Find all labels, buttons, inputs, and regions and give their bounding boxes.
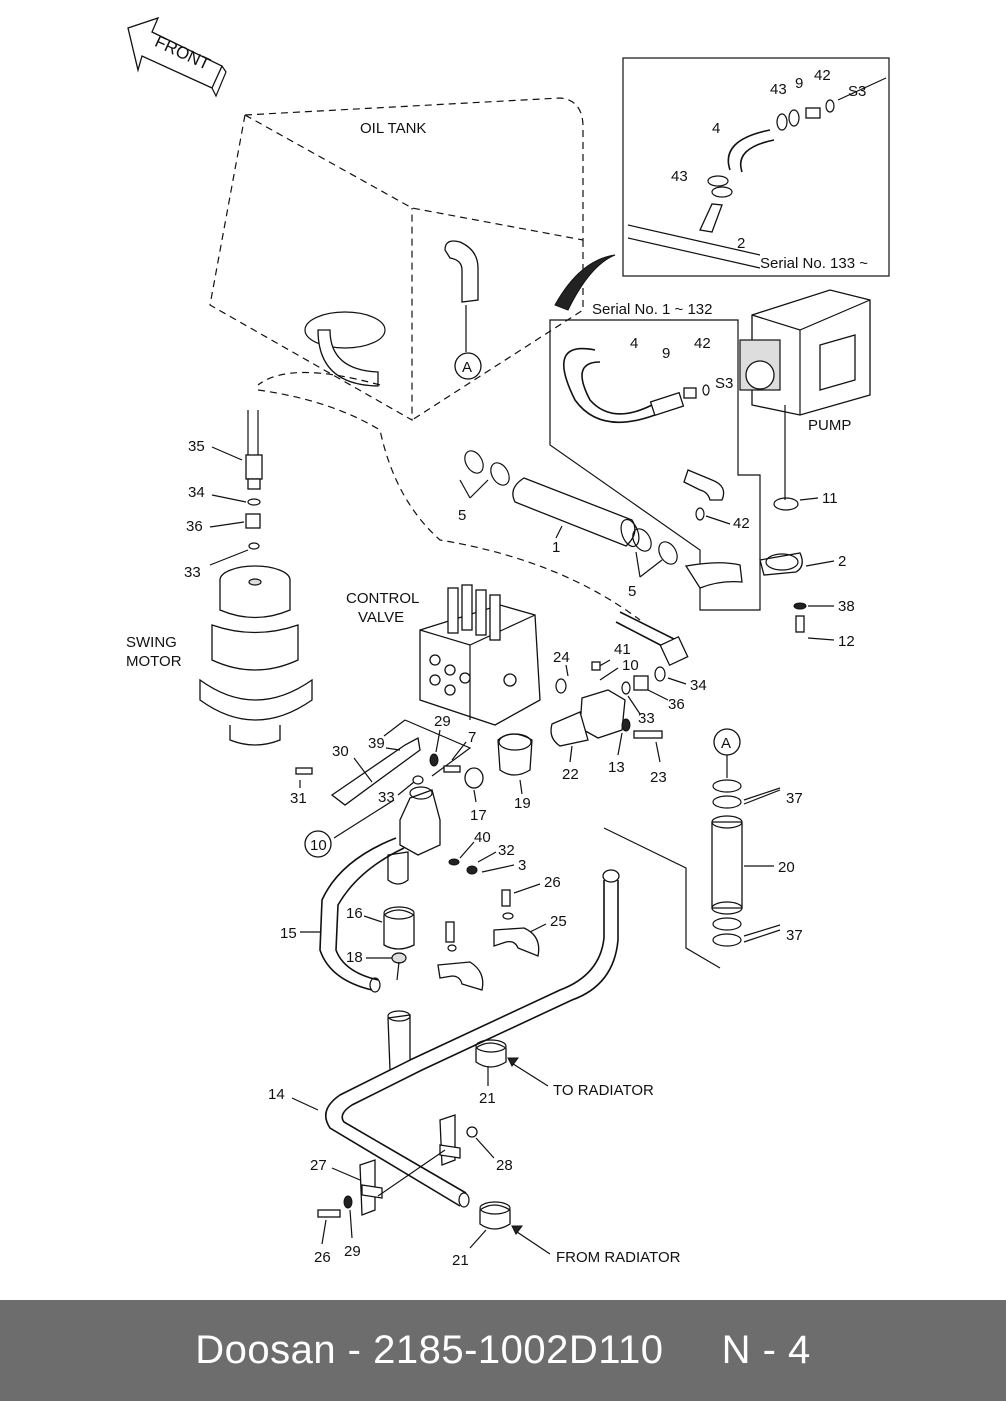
- part-33a: 33: [184, 564, 201, 581]
- couplings-21: 21 TO RADIATOR 21 FROM RADIATOR: [452, 1039, 681, 1269]
- inset-part-42: 42: [814, 67, 831, 84]
- serial-1-132-label: Serial No. 1 ~ 132: [592, 301, 713, 318]
- pipe-14: 14: [268, 827, 721, 1208]
- valve-block-22: 24 41 10 34 36 33 13 23 22 19 17: [464, 611, 707, 824]
- to-radiator-label: TO RADIATOR: [553, 1082, 654, 1099]
- swing-motor-assembly: 35 34 36 33 SWING MOTOR: [126, 410, 313, 746]
- part-36a: 36: [186, 518, 203, 535]
- part-32: 32: [498, 842, 515, 859]
- part-16: 16: [346, 905, 363, 922]
- part-12: 12: [838, 633, 855, 650]
- section-serial-1-132: Serial No. 1 ~ 132 4 9 42 S3 42: [549, 301, 761, 611]
- part-34a: 34: [188, 484, 205, 501]
- parts-diagram: FRONT A OIL TANK 43 9 42 S3 4 43 2: [126, 16, 890, 1269]
- part-26a: 26: [544, 874, 561, 891]
- part-4-main: 4: [630, 335, 638, 352]
- part-5b: 5: [628, 583, 636, 600]
- part-5a: 5: [458, 507, 466, 524]
- part-22: 22: [562, 766, 579, 783]
- part-9-main: 9: [662, 345, 670, 362]
- part-33b: 33: [638, 710, 655, 727]
- part-24: 24: [553, 649, 570, 666]
- bracket-30-area: 30 39 31 29 7 33 10: [290, 713, 476, 858]
- control-valve-label-2: VALVE: [358, 609, 404, 626]
- oil-tank: A OIL TANK: [209, 97, 584, 422]
- inset-part-9: 9: [795, 75, 803, 92]
- inset-part-4: 4: [712, 120, 720, 137]
- part-21b: 21: [452, 1252, 469, 1269]
- oil-tank-label: OIL TANK: [360, 120, 426, 137]
- part-31: 31: [290, 790, 307, 807]
- part-23: 23: [650, 769, 667, 786]
- inset-s3: S3: [848, 83, 866, 100]
- part-10: 10: [622, 657, 639, 674]
- part-19: 19: [514, 795, 531, 812]
- control-valve: CONTROL VALVE: [346, 584, 541, 726]
- swing-motor-label-1: SWING: [126, 634, 177, 651]
- part-20: 20: [778, 859, 795, 876]
- inset-serial-label: Serial No. 133 ~: [760, 255, 868, 272]
- part-40: 40: [474, 829, 491, 846]
- control-valve-label-1: CONTROL: [346, 590, 419, 607]
- part-11: 11: [822, 490, 838, 507]
- part-3: 3: [518, 857, 526, 874]
- part-37a: 37: [786, 790, 803, 807]
- part-41: 41: [614, 641, 631, 658]
- pump-label: PUMP: [808, 417, 851, 434]
- inset-serial-133: 43 9 42 S3 4 43 2 Serial No. 133 ~: [554, 57, 890, 311]
- ref-a-tank: A: [462, 359, 472, 376]
- hose-route-dashed: [257, 371, 641, 621]
- hose-1: 5 1 5 2 38 12: [458, 450, 855, 650]
- part-2: 2: [838, 553, 846, 570]
- footer-bar: Doosan - 2185-1002D110 N - 4: [0, 1300, 1006, 1401]
- part-28: 28: [496, 1157, 513, 1174]
- part-39: 39: [368, 735, 385, 752]
- part-27: 27: [310, 1157, 327, 1174]
- part-26b: 26: [314, 1249, 331, 1266]
- footer-part-number: Doosan - 2185-1002D110 N - 4: [195, 1328, 811, 1372]
- s3-main: S3: [715, 375, 733, 392]
- front-arrow-icon: FRONT: [127, 16, 227, 98]
- part-36b: 36: [668, 696, 685, 713]
- part-18: 18: [346, 949, 363, 966]
- part-42-lower: 42: [733, 515, 750, 532]
- clamps-25-26: 26 25: [437, 874, 567, 991]
- swing-motor-label-2: MOTOR: [126, 653, 182, 670]
- pipe-15: 15 40 32 3: [280, 786, 526, 993]
- inset-part-43b: 43: [671, 168, 688, 185]
- brackets-27-28: 28 27 29 26: [310, 1114, 513, 1266]
- parts-16-18: 16 18: [346, 905, 415, 981]
- pump: PUMP 11: [739, 289, 871, 511]
- inset-part-2: 2: [737, 235, 745, 252]
- part-29b: 29: [344, 1243, 361, 1260]
- part-17: 17: [470, 807, 487, 824]
- inset-part-43a: 43: [770, 81, 787, 98]
- hose-20: A 37 20 37: [711, 728, 803, 947]
- part-35: 35: [188, 438, 205, 455]
- part-42-main: 42: [694, 335, 711, 352]
- part-25: 25: [550, 913, 567, 930]
- part-15: 15: [280, 925, 297, 942]
- part-21a: 21: [479, 1090, 496, 1107]
- part-1: 1: [552, 539, 560, 556]
- part-34b: 34: [690, 677, 707, 694]
- part-30: 30: [332, 743, 349, 760]
- from-radiator-label: FROM RADIATOR: [556, 1249, 681, 1266]
- part-10-circle: 10: [310, 837, 327, 854]
- part-14: 14: [268, 1086, 285, 1103]
- part-7: 7: [468, 729, 476, 746]
- part-38: 38: [838, 598, 855, 615]
- part-29a: 29: [434, 713, 451, 730]
- part-13: 13: [608, 759, 625, 776]
- ref-a-hose: A: [721, 735, 731, 752]
- part-33c: 33: [378, 789, 395, 806]
- part-37b: 37: [786, 927, 803, 944]
